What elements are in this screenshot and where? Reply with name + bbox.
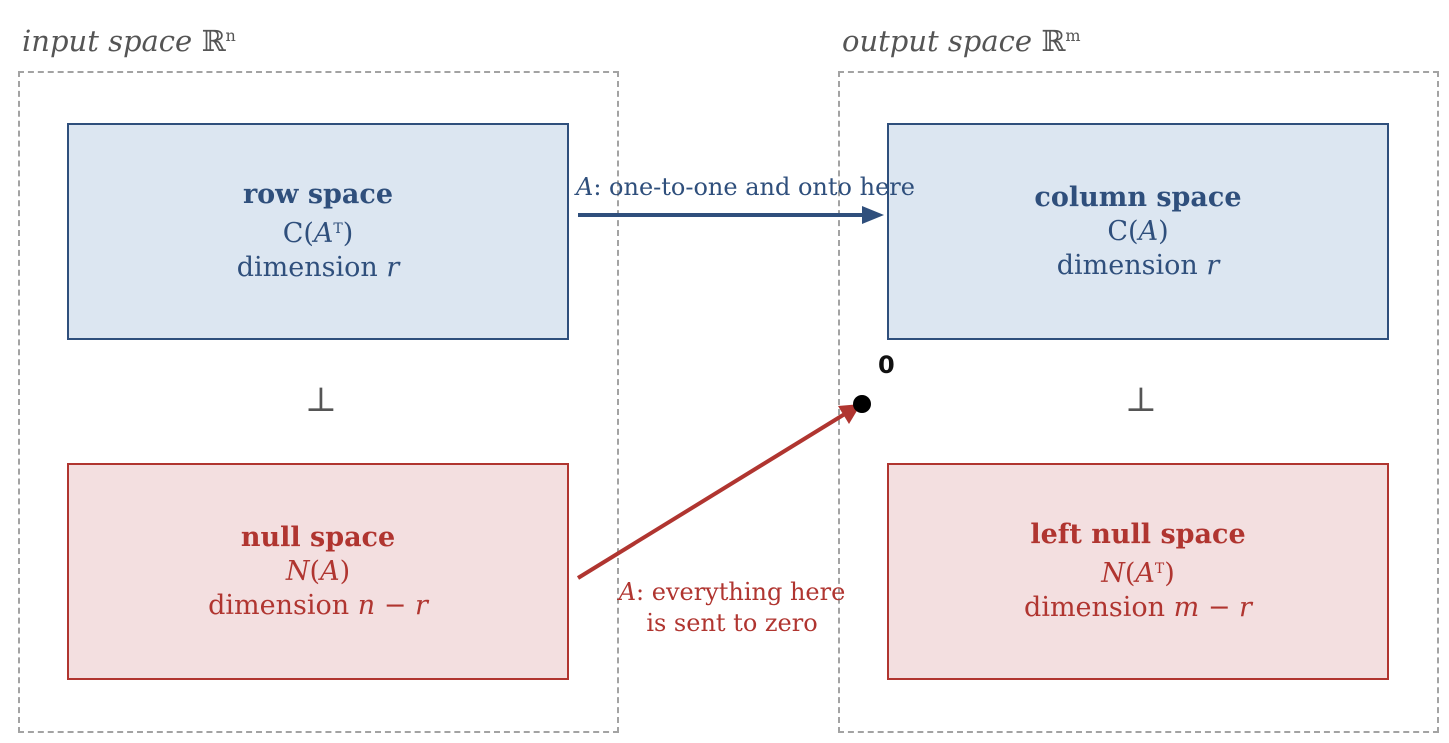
onto-arrow-head <box>862 206 884 224</box>
output-space-box <box>838 71 1439 733</box>
zero-arrow-line <box>576 410 850 580</box>
input-space-exponent: n <box>225 26 236 45</box>
input-space-symbol: ℝ <box>201 24 226 58</box>
left-null-space-box: left null space N(AT) dimension m − r <box>887 463 1389 680</box>
output-space-symbol: ℝ <box>1041 24 1066 58</box>
row-space-notation: C(AT) <box>282 218 354 249</box>
input-perpendicular-symbol: ⊥ <box>305 380 337 420</box>
left-null-space-dimension: dimension m − r <box>1024 592 1252 623</box>
output-perpendicular-symbol: ⊥ <box>1125 380 1157 420</box>
zero-point <box>853 395 871 413</box>
null-space-notation: N(A) <box>285 555 351 587</box>
output-space-exponent: m <box>1065 26 1081 45</box>
column-space-dimension: dimension r <box>1056 249 1220 281</box>
output-space-label: output space <box>842 24 1033 58</box>
row-space-dimension: dimension r <box>236 252 400 283</box>
input-space-label: input space <box>22 24 193 58</box>
row-space-box: row space C(AT) dimension r <box>67 123 569 340</box>
output-space-title: output space ℝm <box>842 27 1081 56</box>
column-space-box: column space C(A) dimension r <box>887 123 1389 340</box>
onto-arrow-label: A: one-to-one and onto here <box>576 173 915 201</box>
input-space-title: input space ℝn <box>22 27 236 56</box>
null-space-box: null space N(A) dimension n − r <box>67 463 569 680</box>
left-null-space-name: left null space <box>1030 519 1246 550</box>
zero-label: 0 <box>878 351 895 379</box>
zero-arrow-label: A: everything here is sent to zero <box>618 578 846 637</box>
left-null-space-notation: N(AT) <box>1101 558 1175 589</box>
row-space-name: row space <box>242 179 394 210</box>
null-space-dimension: dimension n − r <box>208 589 428 621</box>
column-space-name: column space <box>1034 181 1242 213</box>
input-space-box <box>18 71 619 733</box>
null-space-name: null space <box>240 521 396 553</box>
column-space-notation: C(A) <box>1107 215 1169 247</box>
